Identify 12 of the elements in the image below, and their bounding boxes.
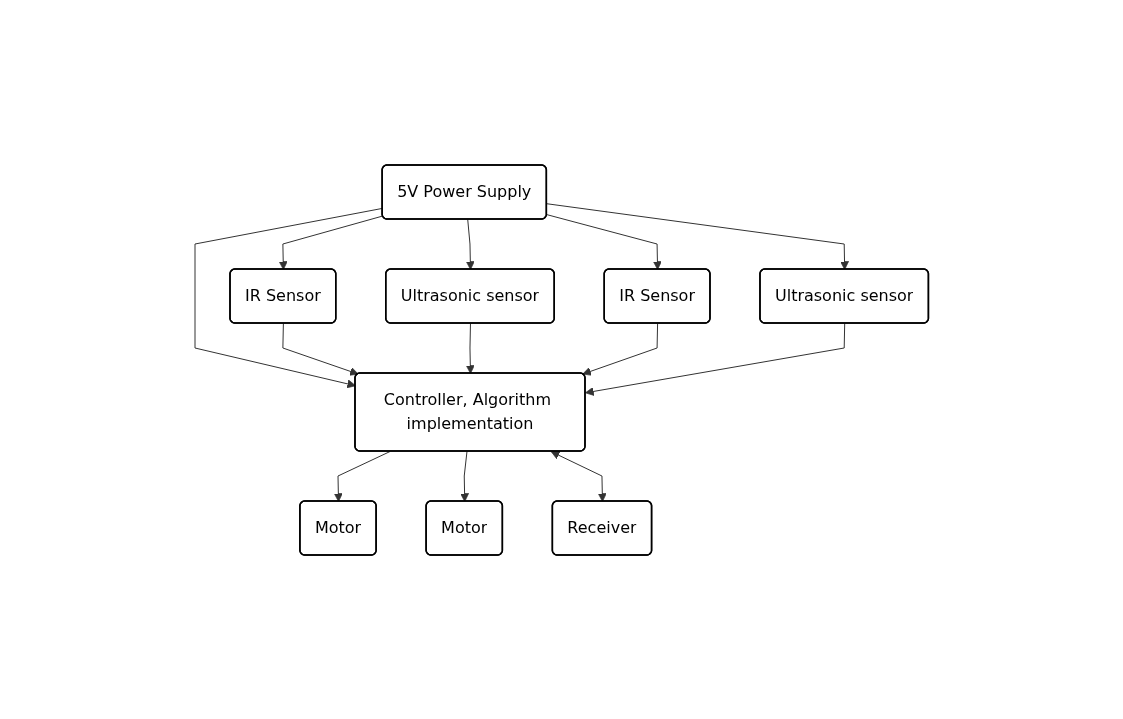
arrow	[465, 322, 475, 374]
arrow	[582, 322, 658, 376]
arrow	[194, 207, 383, 388]
arrow	[282, 322, 359, 376]
arrow	[333, 450, 391, 502]
arrow	[465, 218, 475, 270]
arrow	[546, 202, 849, 270]
arrow	[550, 450, 607, 502]
arrow	[584, 322, 845, 396]
arrow	[278, 215, 384, 270]
arrow	[546, 213, 662, 270]
arrow	[460, 450, 469, 502]
